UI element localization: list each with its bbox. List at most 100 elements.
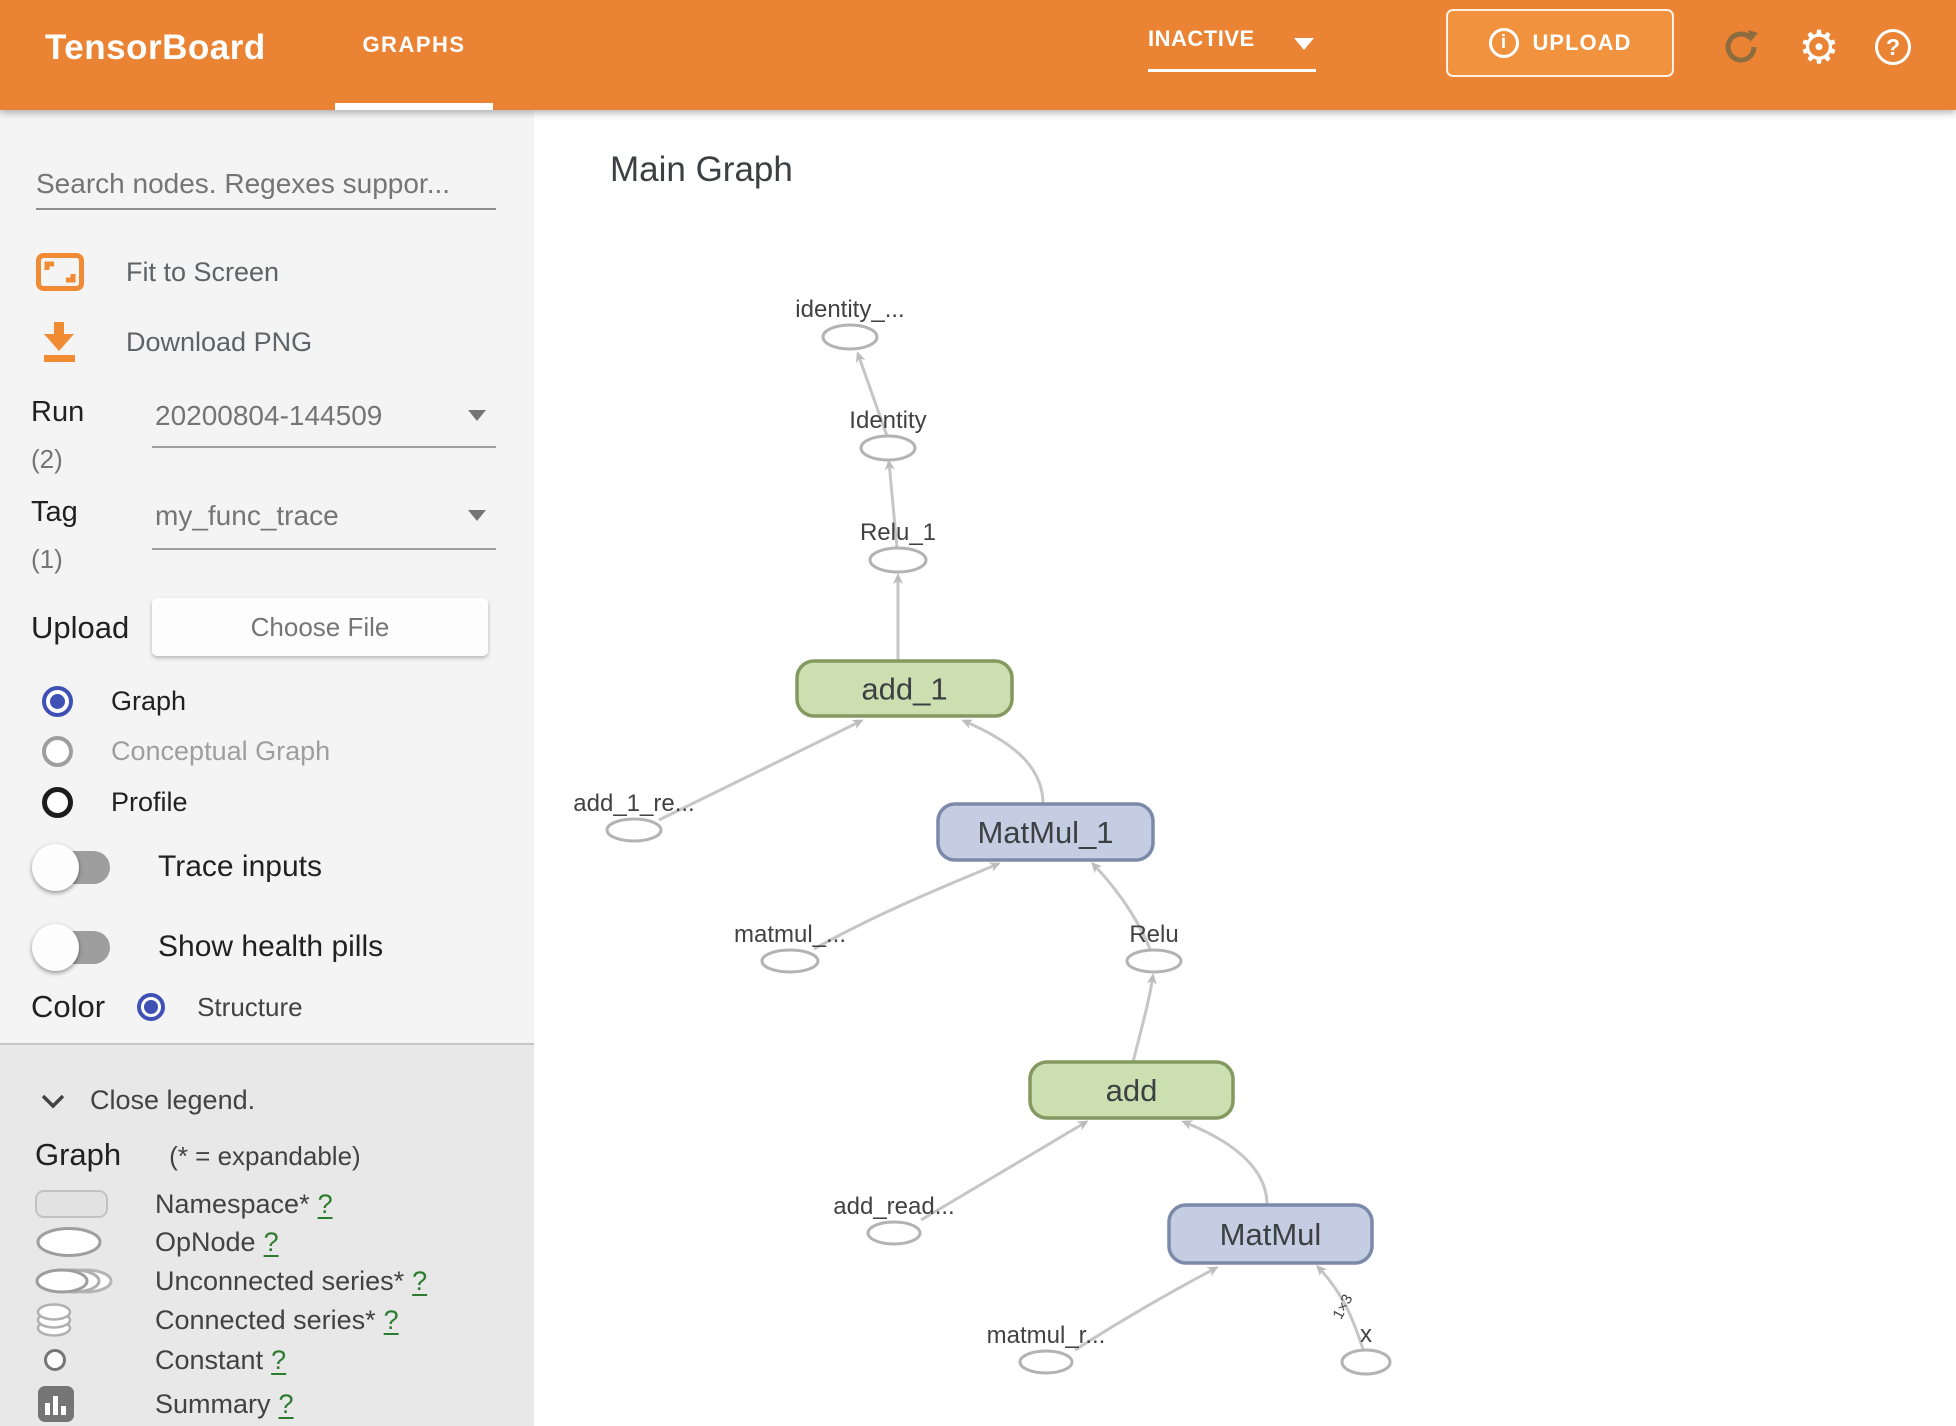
page-title: Main Graph xyxy=(610,150,793,189)
graph-canvas[interactable]: 1×3identity_...IdentityRelu_1add_1_re...… xyxy=(534,110,1956,1426)
chevron-down-icon[interactable] xyxy=(468,510,486,521)
ellipse-node-matmul_read[interactable] xyxy=(1018,1349,1074,1375)
radio-unselected-icon xyxy=(42,787,73,818)
legend-note: (* = expandable) xyxy=(169,1141,361,1171)
node-label-matmul_read1: matmul_... xyxy=(734,921,846,948)
op-node-add[interactable] xyxy=(1028,1060,1235,1120)
trace-inputs-toggle[interactable]: Trace inputs xyxy=(32,843,322,891)
tag-label: Tag xyxy=(31,496,78,528)
upload-button[interactable]: i UPLOAD xyxy=(1446,9,1674,77)
legend-item-summary: Summary? xyxy=(0,1385,534,1423)
ellipse-node-Relu[interactable] xyxy=(1125,948,1183,974)
choose-file-button[interactable]: Choose File xyxy=(152,598,488,656)
unconnected-series-icon xyxy=(35,1268,113,1294)
tab-active-underline xyxy=(335,103,493,110)
gear-icon[interactable]: ⚙ xyxy=(1798,21,1840,73)
graph-edge-add_read-to-add xyxy=(920,1120,1089,1222)
fit-to-screen-button[interactable]: Fit to Screen xyxy=(36,250,279,294)
toggle-off-icon xyxy=(32,843,110,891)
help-link[interactable]: ? xyxy=(263,1227,279,1257)
download-icon xyxy=(44,322,75,362)
summary-icon xyxy=(38,1386,74,1422)
run-label: Run xyxy=(31,396,85,428)
graph-edge-add-to-Relu xyxy=(1131,973,1157,1063)
graph-edge-matmul_read1-to-MatMul_1 xyxy=(813,862,1001,951)
refresh-icon[interactable] xyxy=(1720,26,1762,68)
data-status-dropdown[interactable]: INACTIVE xyxy=(1148,26,1316,72)
op-node-label-MatMul: MatMul xyxy=(1220,1217,1322,1252)
graph-edge-Relu_1-to-Identity xyxy=(884,459,899,549)
graph-edge-Relu-to-MatMul_1 xyxy=(1090,861,1152,950)
tag-count: (1) xyxy=(31,544,63,574)
legend-item-unconnected-series: Unconnected series*? xyxy=(0,1262,534,1300)
help-link[interactable]: ? xyxy=(317,1189,333,1219)
op-node-add_1[interactable] xyxy=(795,659,1014,718)
op-node-MatMul[interactable] xyxy=(1167,1203,1374,1265)
ellipse-node-add_1_read[interactable] xyxy=(605,817,663,843)
chevron-down-icon xyxy=(41,1094,65,1108)
legend-item-namespace: Namespace*? xyxy=(0,1185,534,1223)
legend-heading: Graph xyxy=(35,1137,122,1172)
search-input[interactable] xyxy=(36,160,496,210)
tag-select[interactable]: my_func_trace xyxy=(155,500,339,531)
radio-graph[interactable]: Graph xyxy=(42,686,186,717)
app-header: TensorBoard GRAPHS INACTIVE i UPLOAD ⚙ ? xyxy=(0,0,1956,110)
graph-edge-x-to-MatMul xyxy=(1315,1264,1365,1350)
connected-series-icon xyxy=(36,1303,72,1337)
node-label-add_1_read: add_1_re... xyxy=(573,790,694,817)
graph-edge-add_1_read-to-add_1 xyxy=(658,719,864,822)
graph-edge-matmul_read-to-MatMul xyxy=(1074,1266,1219,1352)
toggle-off-icon xyxy=(32,923,110,971)
ellipse-node-add_read[interactable] xyxy=(866,1220,922,1246)
node-label-Relu: Relu xyxy=(1129,921,1178,948)
namespace-icon xyxy=(35,1190,108,1218)
ellipse-node-matmul_read1[interactable] xyxy=(760,948,820,974)
show-health-pills-toggle[interactable]: Show health pills xyxy=(32,923,383,971)
download-png-button[interactable]: Download PNG xyxy=(36,318,312,366)
help-icon[interactable]: ? xyxy=(1872,26,1914,68)
node-label-identity_out: identity_... xyxy=(795,296,904,323)
node-label-x: x xyxy=(1360,1321,1372,1348)
ellipse-node-identity_out[interactable] xyxy=(821,323,879,351)
node-label-Identity: Identity xyxy=(849,407,926,434)
help-link[interactable]: ? xyxy=(412,1266,428,1296)
radio-selected-icon xyxy=(42,686,73,717)
info-icon: i xyxy=(1488,28,1519,58)
constant-icon xyxy=(44,1349,66,1371)
op-node-label-MatMul_1: MatMul_1 xyxy=(977,815,1113,850)
node-label-Relu_1: Relu_1 xyxy=(860,519,936,546)
help-link[interactable]: ? xyxy=(383,1305,399,1335)
tab-graphs[interactable]: GRAPHS xyxy=(335,0,493,110)
graph-edge-Identity-to-identity_out xyxy=(855,351,889,437)
upload-label: Upload xyxy=(31,610,130,645)
chevron-down-icon[interactable] xyxy=(468,410,486,421)
legend-item-constant: Constant? xyxy=(0,1341,534,1379)
ellipse-node-Relu_1[interactable] xyxy=(868,546,928,574)
tab-graphs-label: GRAPHS xyxy=(362,32,466,57)
close-legend-button[interactable]: Close legend. xyxy=(40,1085,255,1116)
opnode-icon xyxy=(36,1226,102,1257)
data-status-label: INACTIVE xyxy=(1148,26,1255,51)
color-label: Color xyxy=(31,989,106,1024)
ellipse-node-x[interactable] xyxy=(1340,1348,1392,1376)
op-node-label-add: add xyxy=(1106,1073,1158,1108)
radio-conceptual-graph[interactable]: Conceptual Graph xyxy=(42,736,330,767)
run-select[interactable]: 20200804-144509 xyxy=(155,400,383,431)
ellipse-node-Identity[interactable] xyxy=(859,434,917,462)
run-count: (2) xyxy=(31,444,63,474)
op-node-MatMul_1[interactable] xyxy=(936,802,1155,862)
help-link[interactable]: ? xyxy=(278,1389,294,1419)
legend-item-opnode: OpNode? xyxy=(0,1223,534,1261)
radio-unselected-icon xyxy=(42,736,73,767)
graph-edge-MatMul-to-add xyxy=(1181,1120,1269,1206)
legend-panel: Close legend. Graph (* = expandable) Nam… xyxy=(0,1043,534,1426)
op-node-label-add_1: add_1 xyxy=(861,672,947,707)
color-by-row: Color Structure xyxy=(31,989,303,1024)
app-logo: TensorBoard xyxy=(45,28,266,67)
radio-structure[interactable] xyxy=(137,993,166,1021)
radio-profile[interactable]: Profile xyxy=(42,787,188,818)
node-label-matmul_read: matmul_r... xyxy=(987,1322,1106,1349)
help-link[interactable]: ? xyxy=(271,1345,287,1375)
sidebar: Fit to Screen Download PNG Run (2) 20200… xyxy=(0,110,534,1426)
fit-to-screen-icon xyxy=(36,253,84,291)
